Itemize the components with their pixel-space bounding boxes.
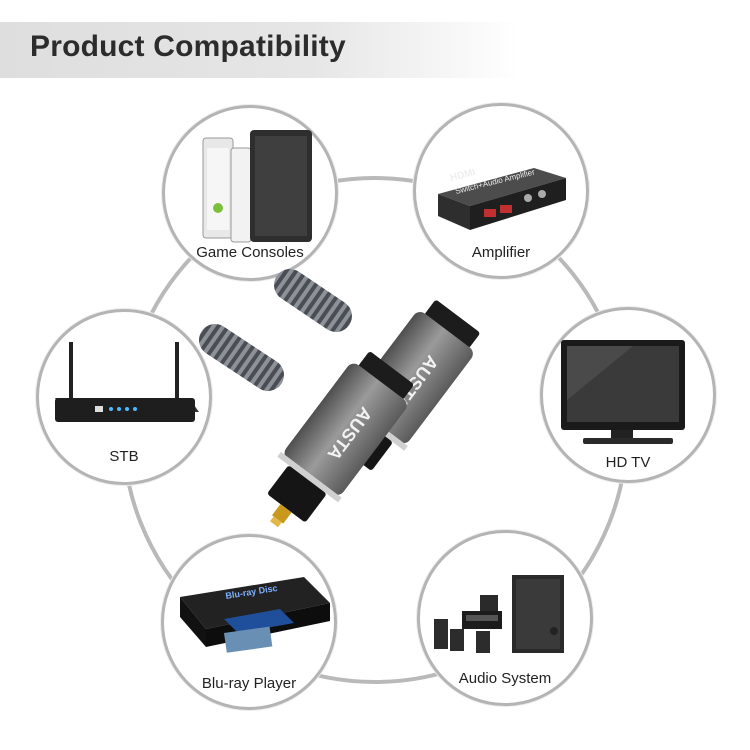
device-label: STB xyxy=(109,448,139,465)
tv-icon xyxy=(561,340,685,444)
device-label: Blu-ray Player xyxy=(201,675,297,692)
device-blu-ray-player: Blu-ray Disc Blu-ray Player xyxy=(161,534,337,710)
device-label: Audio System xyxy=(458,670,552,687)
amplifier-icon: HDMI Switch+Audio Amplifier xyxy=(438,167,566,230)
device-label: HD TV xyxy=(605,454,651,471)
device-amplifier: HDMI Switch+Audio Amplifier Amplifier xyxy=(413,103,589,279)
set-top-box-icon xyxy=(55,342,199,422)
blu-ray-player-icon: Blu-ray Disc xyxy=(180,577,330,653)
device-audio-system: Audio System xyxy=(417,530,593,706)
device-label: Amplifier xyxy=(471,244,531,261)
speaker-system-icon xyxy=(434,575,564,653)
device-stb: STB xyxy=(36,309,212,485)
header-banner xyxy=(0,22,520,78)
device-hd-tv: HD TV xyxy=(540,307,716,483)
cable-plug-front: AUSTA xyxy=(199,324,414,528)
page-title: Product Compatibility xyxy=(30,30,346,63)
device-game-consoles: Game Consoles xyxy=(162,105,338,281)
game-console-icon xyxy=(202,130,312,243)
device-label: Game Consoles xyxy=(196,244,304,261)
